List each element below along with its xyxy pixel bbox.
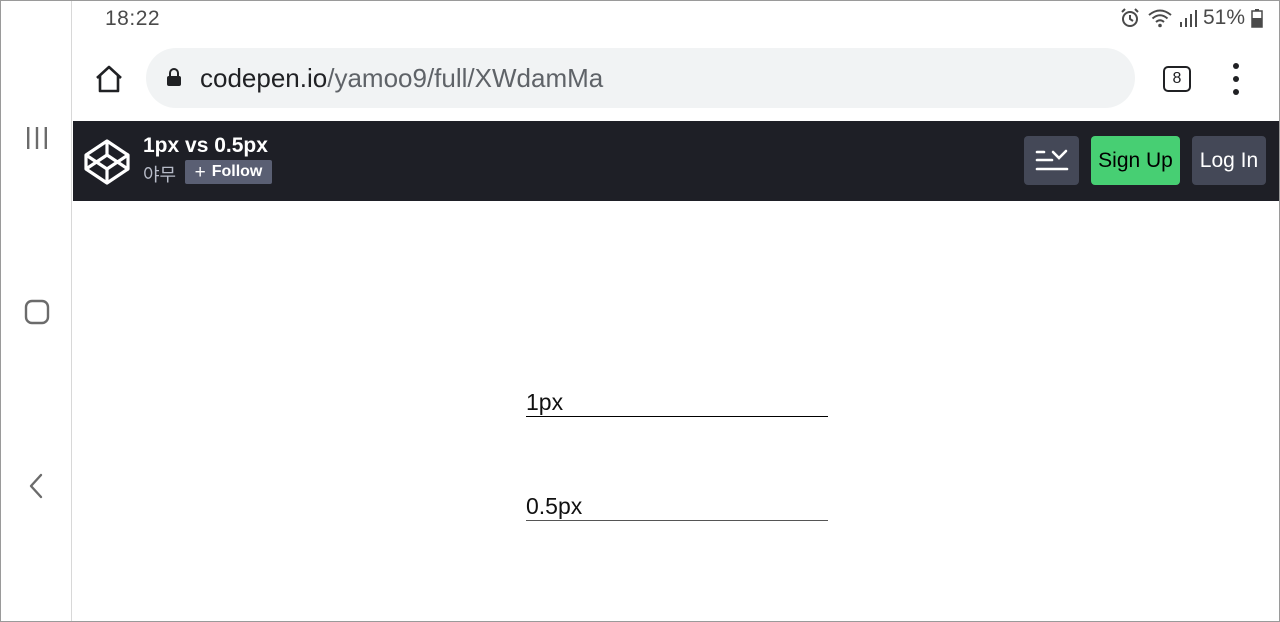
status-icons: 51%: [1119, 6, 1263, 30]
follow-button[interactable]: + Follow: [185, 160, 272, 184]
line-sample-half-px: 0.5px: [526, 493, 828, 521]
recents-button[interactable]: [1, 113, 72, 163]
battery-icon: [1251, 9, 1263, 28]
system-nav-bar: [1, 1, 72, 621]
codepen-logo-icon[interactable]: [83, 138, 131, 186]
battery-percent: 51%: [1202, 6, 1245, 29]
recents-icon: [26, 127, 47, 149]
line-sample-1px: 1px: [526, 389, 828, 417]
codepen-header: 1px vs 0.5px 야무 + Follow Sign Up Log In: [73, 121, 1279, 201]
back-icon: [29, 473, 42, 499]
log-in-button[interactable]: Log In: [1192, 136, 1266, 185]
home-icon: [96, 65, 122, 93]
browser-home-button[interactable]: [91, 61, 127, 97]
lock-icon: [167, 68, 181, 86]
pen-author[interactable]: 야무: [143, 165, 177, 186]
tab-count: 8: [1172, 70, 1182, 87]
layout-icon: [1035, 149, 1068, 170]
status-time: 18:22: [105, 7, 161, 30]
url-text: codepen.io/yamoo9/full/XWdamMa: [200, 63, 603, 94]
browser-menu-button[interactable]: [1227, 63, 1245, 95]
home-nav-icon: [24, 299, 49, 325]
menu-dot: [1233, 63, 1239, 69]
plus-icon: +: [194, 161, 206, 183]
status-bar: 18:22 51%: [73, 1, 1279, 37]
url-path: /yamoo9/full/XWdamMa: [327, 63, 604, 93]
back-button[interactable]: [1, 461, 72, 511]
signal-icon: [1179, 10, 1197, 27]
pen-title: 1px vs 0.5px: [143, 134, 268, 157]
pen-result: 1px 0.5px: [73, 201, 1279, 621]
menu-dot: [1233, 89, 1239, 95]
url-host: codepen.io: [200, 63, 328, 93]
sign-up-button[interactable]: Sign Up: [1091, 136, 1180, 185]
menu-dot: [1233, 76, 1239, 82]
address-bar[interactable]: codepen.io/yamoo9/full/XWdamMa: [146, 48, 1135, 108]
wifi-icon: [1148, 9, 1172, 28]
tab-switcher-button[interactable]: 8: [1163, 66, 1191, 92]
alarm-icon: [1121, 8, 1139, 27]
change-view-button[interactable]: [1024, 136, 1079, 185]
follow-label: Follow: [211, 163, 263, 180]
browser-toolbar: codepen.io/yamoo9/full/XWdamMa 8: [73, 37, 1279, 121]
home-nav-button[interactable]: [1, 287, 72, 337]
